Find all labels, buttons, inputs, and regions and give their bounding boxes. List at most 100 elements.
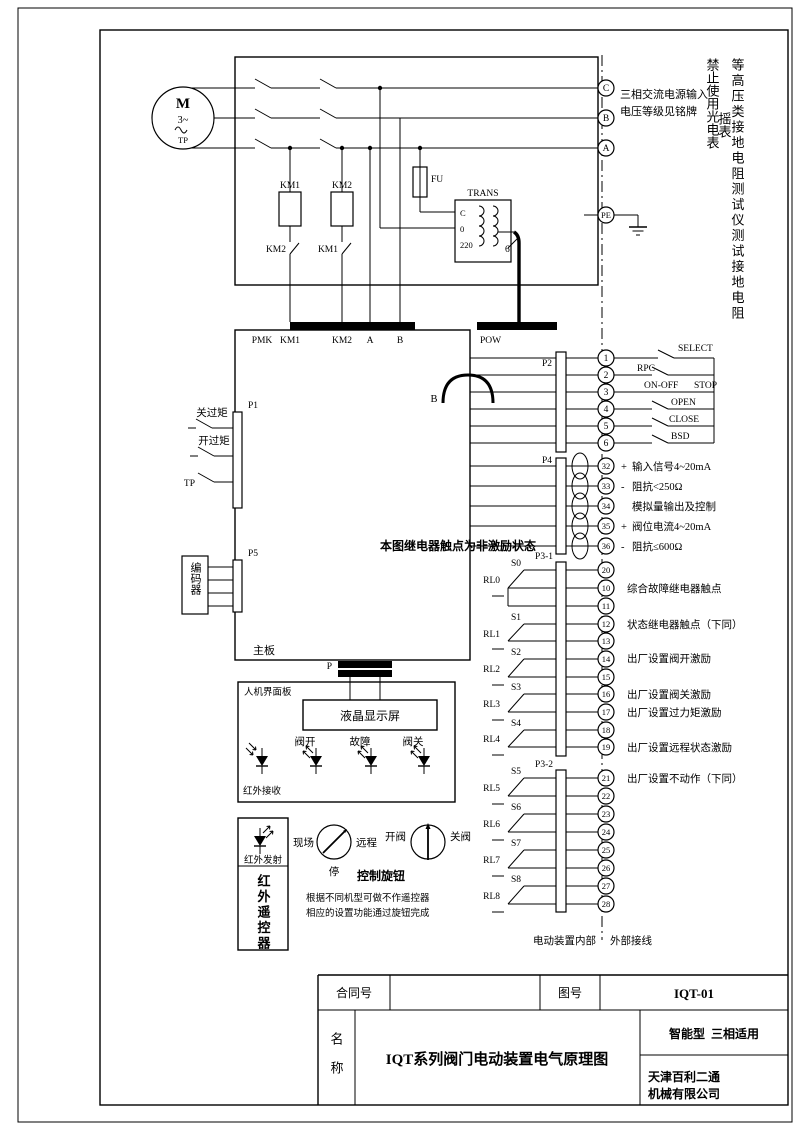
transformer: TRANS C 0 220 6 — [379, 88, 521, 322]
mainboard-label: 主板 — [253, 643, 275, 657]
p4-sign: - — [621, 482, 625, 493]
hmi-box — [237, 681, 456, 803]
pin-circle — [597, 668, 615, 686]
pin-circle — [597, 685, 615, 703]
inductor-label: B — [430, 394, 437, 405]
pin-number: 11 — [602, 601, 610, 611]
transformer-label: TRANS — [467, 189, 498, 199]
pin-number: 16 — [602, 689, 611, 699]
warning-text-col3: 等高压类接地电阻测试仪测试接地电阻 — [730, 57, 745, 321]
ir-receive-label: 红外接收 — [243, 785, 282, 797]
pin-circle — [597, 877, 615, 895]
bus-b-label: B — [397, 336, 403, 346]
km2-coil — [330, 191, 354, 227]
relay-label: RL3 — [483, 700, 500, 710]
pin-number: 34 — [602, 501, 611, 511]
pin-circle — [597, 841, 615, 859]
pin-number: 28 — [602, 899, 611, 909]
close-torque-label: 关过矩 — [196, 406, 228, 419]
relay-label: RL4 — [483, 735, 500, 745]
relay-switch-label: S5 — [511, 767, 521, 777]
relay-rl0: RL0 S0 — [483, 559, 556, 607]
p5-bracket — [232, 559, 243, 613]
terminal-circle — [597, 139, 615, 157]
p3-1-note: 综合故障继电器触点 — [627, 582, 722, 595]
internal-label: 电动装置内部 — [533, 934, 596, 947]
bus-pow-label: POW — [480, 336, 501, 346]
power-circuit: M 3~ TP KM1 KM2 KM2 KM1 FU TRANS — [151, 56, 647, 322]
bus-a-label: A — [367, 336, 374, 346]
transformer-secondary-label: 6 — [505, 245, 510, 255]
km1-coil-label: KM1 — [280, 181, 300, 191]
pin-number: 22 — [602, 791, 611, 801]
pin-number: 24 — [602, 827, 611, 837]
p3-1-note: 出厂设置阀关激励 — [627, 688, 711, 701]
onoff-label: ON-OFF — [644, 381, 678, 391]
p4-sign: + — [621, 522, 627, 533]
relay-rl4: RL4 S4 — [483, 719, 556, 756]
p4-connector: P4 32 33 34 35 36 + - + - 输入信号4~20mA 阻抗<… — [470, 452, 716, 560]
company-name-2: 机械有限公司 — [648, 1086, 720, 1101]
relay-label: RL7 — [483, 856, 500, 866]
relay-label: RL6 — [483, 820, 500, 830]
motor-tp-label: TP — [178, 135, 188, 145]
relay-rl1: RL1 S1 — [483, 613, 556, 650]
p1-bracket — [232, 411, 243, 509]
terminal-circle — [597, 79, 615, 97]
lcd-label: 液晶显示屏 — [340, 708, 400, 723]
rpc-label: RPC — [637, 364, 655, 374]
p3-1-note: 出厂设置远程状态激励 — [627, 741, 732, 754]
pin-number: 18 — [602, 725, 611, 735]
phase-lines — [191, 78, 598, 151]
external-control-switches: SELECT RPC ON-OFF STOP OPEN CLOSE BSD — [614, 344, 717, 444]
pin-circle — [597, 597, 615, 615]
ir-receiver-icon — [245, 742, 269, 775]
pin-number: 3 — [604, 388, 609, 398]
pin-circle — [597, 517, 615, 535]
led-fault-label: 故障 — [350, 735, 371, 748]
ir-transmit-label: 红外发射 — [244, 854, 283, 866]
relay-rl2: RL2 S2 — [483, 648, 556, 686]
led-fault-icon — [357, 745, 378, 775]
ir-remote-box — [237, 817, 289, 951]
relay-label: RL5 — [483, 784, 500, 794]
p4-row-label: 输入信号4~20mA — [632, 460, 712, 473]
relay-rl5: RL5 S5 — [483, 767, 556, 805]
relay-rl3: RL3 S3 — [483, 683, 556, 721]
relay-switch-label: S2 — [511, 648, 521, 658]
bsd-label: BSD — [671, 432, 690, 442]
km2-interlock-label: KM2 — [266, 245, 286, 255]
power-feed-line — [513, 230, 521, 322]
select-label: SELECT — [678, 344, 713, 354]
terminal-c-label: C — [603, 84, 609, 94]
pin-circle — [597, 561, 615, 579]
pin-circle — [597, 859, 615, 877]
relay-label: RL8 — [483, 892, 500, 902]
drawing-title: IQT系列阀门电动装置电气原理图 — [386, 1050, 609, 1068]
contactor-coils: KM1 KM2 KM2 KM1 — [266, 148, 354, 322]
led-close-icon — [410, 745, 431, 775]
drawing-frame — [17, 7, 793, 1123]
motor-phase-label: 3~ — [178, 115, 189, 126]
drawing-no-value: IQT-01 — [674, 986, 714, 1001]
remote-note-1: 根据不同机型可做不作遥控器 — [306, 892, 430, 904]
pin-number: 26 — [602, 863, 611, 873]
ir-remote: 红外发射 红外遥控器 — [237, 817, 289, 952]
pin-circle — [597, 895, 615, 913]
knob-close-label: 关阀 — [450, 830, 471, 843]
transformer-tap-c: C — [460, 208, 466, 218]
remote-note-2: 相应的设置功能通过旋钮完成 — [306, 907, 430, 919]
relay-switch-label: S3 — [511, 683, 521, 693]
ir-remote-label: 红外遥控器 — [256, 873, 272, 951]
pin-circle — [597, 615, 615, 633]
pow-terminal-bar — [477, 322, 557, 330]
led-open-label: 阀开 — [295, 735, 316, 748]
close-label: CLOSE — [669, 415, 699, 425]
terminal-bars: PMK KM1 KM2 A B POW — [252, 322, 557, 346]
relay-rl6: RL6 S6 — [483, 803, 556, 841]
transformer-box — [454, 199, 512, 263]
terminal-b-label: B — [603, 114, 609, 124]
name-label: 名称 — [329, 1031, 344, 1090]
stop-label: STOP — [694, 381, 717, 391]
power-input-note-2: 电压等级见铭牌 — [620, 104, 697, 118]
